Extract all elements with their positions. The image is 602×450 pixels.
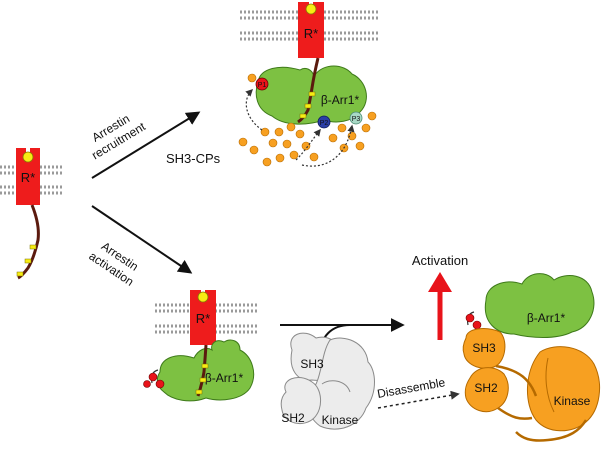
bound-peptide-right [465,311,482,330]
phospho-mark-icon [308,91,316,97]
receptor-label: R* [304,26,318,41]
phospho-mark-icon [304,103,312,109]
dashed-arrow-p1 [245,88,263,131]
arrow-activation [91,205,193,274]
activation-arrowhead [428,272,452,292]
bound-peptide-bottom [143,369,165,389]
membrane-bottom [155,303,258,334]
phospho-mark-icon [29,244,37,250]
active-kinase: SH3 SH2 Kinase [462,328,600,442]
sh3cps-label: SH3-CPs [166,151,221,166]
receptor-bottom: R* [190,290,216,345]
sh3-label-grey: SH3 [300,357,324,371]
arrestin-label: β-Arr1* [321,93,360,107]
arrestin-label: β-Arr1* [527,311,566,325]
activation-label: Activation [412,253,468,268]
ligand-icon [22,151,34,163]
phospho-mark-icon [16,271,24,277]
sh2-label-grey: SH2 [281,411,305,425]
receptor-tail [17,204,40,280]
receptor-top: R* [298,2,324,58]
arrestin-label: β-Arr1* [205,371,244,385]
receptor-tail [196,344,208,397]
arrestin-right: β-Arr1* [484,273,595,338]
sh2-label: SH2 [474,381,498,395]
p2-site: P2 [317,115,331,129]
arrow-disassemble [377,390,460,409]
receptor-label: R* [196,311,210,326]
arrestin-top: β-Arr1* [255,57,367,125]
svg-text:P3: P3 [352,116,361,123]
svg-text:P1: P1 [258,82,267,89]
ligand-icon [305,3,317,15]
sh3-label: SH3 [472,341,496,355]
receptor-left: R* [16,148,40,280]
receptor-label: R* [21,170,35,185]
ligand-icon [197,291,209,303]
kinase-label: Kinase [554,394,591,408]
label-recruitment: Arrestin recruitment [89,111,148,162]
svg-text:P2: P2 [320,120,329,127]
phospho-mark-icon [195,389,203,395]
label-activation: Arrestin activation [87,239,141,289]
inactive-kinase: SH3 SH2 Kinase [280,332,375,430]
dashed-arrow-p3 [301,124,355,167]
p1-site: P1 [255,77,269,91]
kinase-label-grey: Kinase [322,413,359,427]
phospho-mark-icon [199,377,207,383]
p3-site: P3 [349,111,363,125]
phospho-mark-icon [201,363,209,369]
phospho-mark-icon [299,113,307,119]
disassemble-label: Disassemble [376,375,446,401]
phospho-mark-icon [24,258,32,264]
arrow-recruitment [91,111,201,179]
arrestin-bottom: β-Arr1* [156,339,255,402]
